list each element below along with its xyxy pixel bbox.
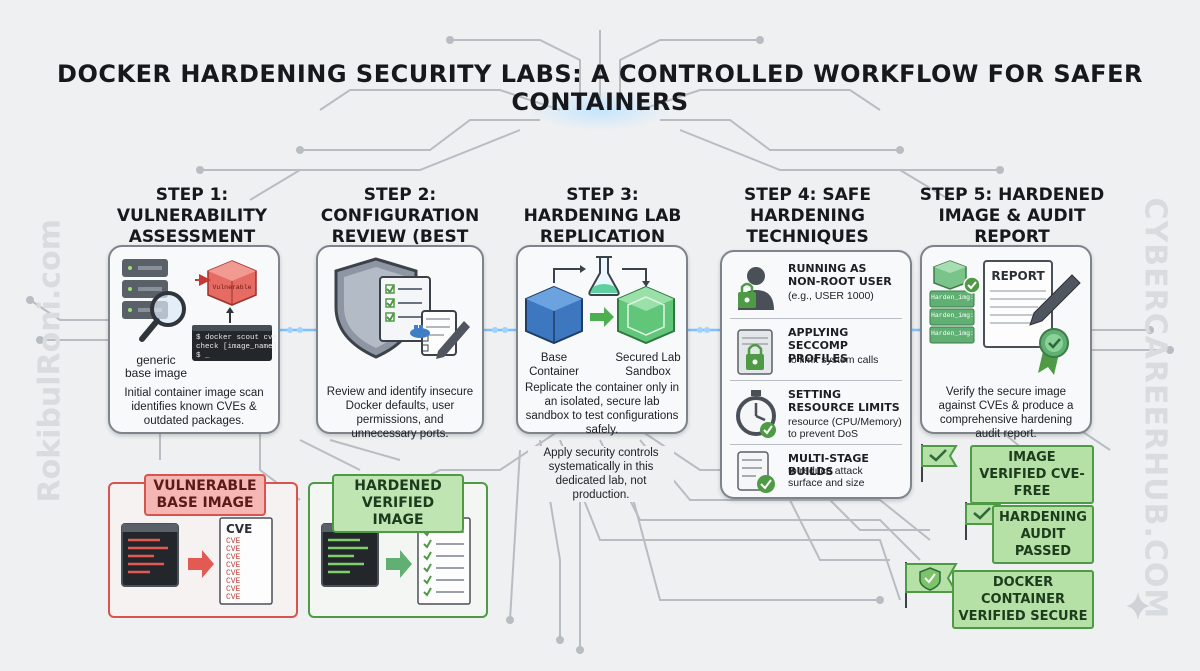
divider — [730, 318, 902, 319]
stopwatch-icon — [736, 390, 776, 438]
terminal-line-3: $ _ — [196, 352, 210, 360]
flag-container-secure: DOCKER CONTAINER VERIFIED SECURE — [952, 570, 1094, 629]
flag-audit-passed: HARDENING AUDIT PASSED — [992, 505, 1094, 564]
hardened-cube-stack-icon — [929, 260, 981, 344]
user-lock-icon — [738, 267, 774, 310]
technique-title: APPLYING SECCOMP PROFILES — [788, 326, 849, 365]
flag-image-verified: IMAGE VERIFIED CVE-FREE — [970, 445, 1094, 504]
padlock-icon — [737, 329, 773, 375]
cve-header: CVE — [226, 522, 253, 536]
base-container-cube — [525, 285, 583, 345]
cve-list: CVE CVE CVE CVE CVE CVE CVE CVE — [226, 538, 270, 602]
technique-desc: resource (CPU/Memory) to prevent DoS — [788, 416, 902, 440]
technique-title: MULTI-STAGE BUILDS — [788, 452, 869, 478]
technique-title: RUNNING AS NON-ROOT USER — [788, 262, 892, 288]
server-magnifier-icon: Vulnerable — [122, 259, 272, 361]
step-1-card: Vulnerable $ docker scout cve check [ima… — [108, 245, 280, 434]
terminal-line-1: $ docker scout cve — [196, 334, 278, 342]
cve-item: CVE — [226, 585, 241, 594]
vulnerable-tag: Vulnerable — [212, 284, 251, 291]
cve-item: CVE — [226, 569, 241, 578]
technique-desc: to reduce attack surface and size — [788, 465, 865, 489]
hardened-image-panel: HARDENED VERIFIED IMAGE — [308, 474, 488, 618]
step-2-caption: Review and identify insecure Docker defa… — [326, 386, 474, 440]
base-image-label: base image — [124, 366, 188, 380]
step-3-note: Apply security controls systematically i… — [528, 446, 674, 502]
step-3-heading: STEP 3: HARDENING LAB REPLICATION — [523, 185, 682, 247]
cve-item: CVE — [226, 577, 241, 586]
lab-replication-icon — [525, 256, 675, 345]
divider — [730, 380, 902, 381]
watermark-right: CYBERCAREERHUB.COM — [1137, 197, 1173, 620]
technique-seccomp: APPLYING SECCOMP PROFILES to limit syste… — [732, 320, 900, 384]
step-1-caption: Initial container image scan identifies … — [124, 387, 264, 427]
step-5-caption: Verify the secure image against CVEs & p… — [938, 386, 1074, 440]
image-tag: Harden_img:1.0 — [931, 330, 973, 337]
image-tag: Harden_img:1.0 — [931, 294, 973, 301]
award-ribbon-icon — [1038, 328, 1069, 375]
hardened-terminal-icon — [321, 517, 471, 605]
flask-icon — [588, 256, 620, 296]
page-title: DOCKER HARDENING SECURITY LABS: A CONTRO… — [57, 60, 1143, 116]
technique-non-root: RUNNING AS NON-ROOT USER (e.g., USER 100… — [732, 256, 900, 320]
report-label: REPORT — [991, 269, 1045, 283]
terminal-line-2: check [image_name] — [196, 343, 278, 351]
technique-desc: (e.g., USER 1000) — [788, 290, 874, 302]
cve-item: CVE — [226, 545, 241, 554]
step-3-card: Base Container Secured Lab Sandbox Repli… — [516, 245, 688, 436]
cve-item: CVE — [226, 561, 241, 570]
cve-item: CVE — [226, 553, 241, 562]
checklist-icon — [737, 451, 775, 493]
technique-multistage: MULTI-STAGE BUILDS to reduce attack surf… — [732, 446, 900, 510]
vulnerable-cube-icon: Vulnerable — [207, 260, 257, 306]
report-icon — [929, 260, 1081, 375]
generic-label: generic — [136, 353, 176, 367]
cve-item: CVE — [226, 537, 241, 546]
vulnerable-image-label: VULNERABLE BASE IMAGE — [144, 474, 266, 516]
shield-checklist-icon — [334, 257, 470, 359]
image-tag: Harden_img:1.0 — [931, 312, 973, 319]
watermark-left: RokibulRoni.com — [32, 219, 68, 503]
step-2-card: Review and identify insecure Docker defa… — [316, 245, 484, 440]
vulnerable-terminal-icon — [121, 517, 273, 605]
cve-item: CVE — [226, 593, 241, 602]
step-5-heading: STEP 5: HARDENED IMAGE & AUDIT REPORT — [919, 185, 1105, 247]
technique-desc: to limit system calls — [788, 354, 879, 366]
base-container-label: Base Container — [529, 352, 579, 378]
step-4-card: RUNNING AS NON-ROOT USER (e.g., USER 100… — [720, 250, 912, 499]
step-3-caption: Replicate the container only in an isola… — [524, 382, 680, 436]
technique-resource-limits: SETTING RESOURCE LIMITS resource (CPU/Me… — [732, 382, 902, 446]
vulnerable-image-panel: VULNERABLE BASE IMAGE CVE CVE CVE CVE CV… — [108, 474, 298, 618]
divider — [730, 444, 902, 445]
hardened-image-label: HARDENED VERIFIED IMAGE — [332, 474, 464, 533]
technique-title: SETTING RESOURCE LIMITS — [788, 388, 900, 414]
step-5-card: REPORT Harden_img:1.0 Harden_img:1.0 Har… — [920, 245, 1092, 440]
lab-sandbox-cube — [617, 285, 675, 345]
secured-sandbox-label: Secured Lab Sandbox — [615, 352, 681, 378]
